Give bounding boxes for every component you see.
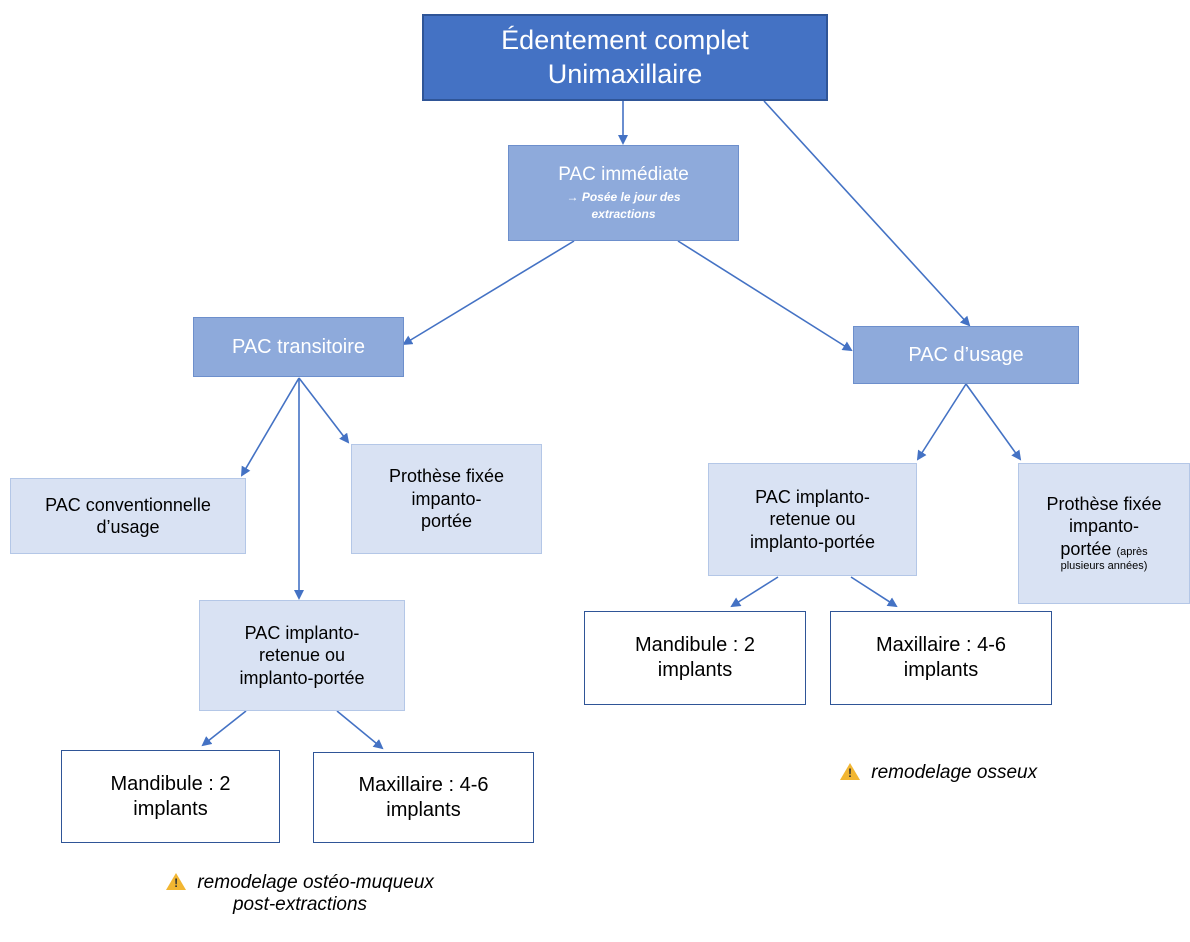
arrow-immediate-usage xyxy=(677,240,853,352)
immediate-subtitle: → Posée le jour des extractions xyxy=(566,189,680,223)
usage-node: PAC d’usage xyxy=(853,326,1079,384)
fixe-left-line3: portée xyxy=(420,511,473,532)
warning-left: remodelage ostéo-muqueux post-extraction… xyxy=(120,872,480,916)
arrow-usage-fixe xyxy=(965,383,1022,461)
root-line2: Unimaxillaire xyxy=(547,58,703,89)
fixe-right-line1: Prothèse fixée xyxy=(1046,493,1162,514)
root-line1: Édentement complet xyxy=(501,24,749,55)
implanto-left-line1: PAC implanto- xyxy=(244,622,360,643)
conventionnelle-node: PAC conventionnelle d’usage xyxy=(10,478,246,554)
arrow-transitoire-conventionnelle xyxy=(240,377,300,477)
transitoire-node: PAC transitoire xyxy=(193,317,404,377)
usage-label: PAC d’usage xyxy=(908,343,1024,366)
maxillaire-right-line1: Maxillaire : 4-6 xyxy=(875,634,1007,656)
warning-icon xyxy=(166,873,187,890)
implanto-right-line2: retenue ou xyxy=(769,509,856,530)
fixe-right-note: (après xyxy=(1116,545,1148,558)
mandibule-left-line1: Mandibule : 2 xyxy=(110,772,231,795)
implanto-left-line3: implanto-portée xyxy=(239,667,365,688)
immediate-title: PAC immédiate xyxy=(558,164,689,186)
warning-right-text: remodelage osseux xyxy=(871,762,1038,783)
arrow-transitoire-fixe xyxy=(298,377,350,444)
root-node: Édentement complet Unimaxillaire xyxy=(422,14,828,101)
fixe-left-node: Prothèse fixée impanto- portée xyxy=(351,444,542,554)
transitoire-label: PAC transitoire xyxy=(231,335,365,358)
mandibule-left-node: Mandibule : 2 implants xyxy=(61,750,280,843)
arrow-implanto-mandibule-right xyxy=(730,576,779,608)
implanto-right-line3: implanto-portée xyxy=(749,531,876,552)
maxillaire-left-line2: implants xyxy=(386,798,461,821)
immediate-sub1: Posée le jour des xyxy=(581,190,681,205)
arrow-implanto-maxillaire-left xyxy=(336,710,384,750)
warning-icon xyxy=(840,763,860,780)
warning-right: remodelage osseux xyxy=(840,762,1080,784)
arrow-usage-implanto xyxy=(916,383,967,461)
immediate-sub2: extractions xyxy=(591,206,656,221)
fixe-right-line2: impanto- xyxy=(1068,516,1140,537)
arrow-implanto-mandibule-left xyxy=(201,710,247,747)
mandibule-right-line2: implants xyxy=(657,659,733,681)
maxillaire-left-node: Maxillaire : 4-6 implants xyxy=(313,752,534,843)
maxillaire-right-line2: implants xyxy=(903,659,979,681)
warning-left-line2: post-extractions xyxy=(232,894,368,915)
fixe-left-line2: impanto- xyxy=(411,488,482,509)
arrow-implanto-maxillaire-right xyxy=(850,576,898,608)
mandibule-right-line1: Mandibule : 2 xyxy=(634,634,756,656)
implanto-right-node: PAC implanto- retenue ou implanto-portée xyxy=(708,463,917,576)
conventionnelle-line1: PAC conventionnelle xyxy=(45,494,211,515)
mandibule-right-node: Mandibule : 2 implants xyxy=(584,611,806,705)
implanto-left-node: PAC implanto- retenue ou implanto-portée xyxy=(199,600,405,711)
maxillaire-right-node: Maxillaire : 4-6 implants xyxy=(830,611,1052,705)
mandibule-left-line2: implants xyxy=(133,797,208,820)
immediate-node: PAC immédiate → Posée le jour des extrac… xyxy=(508,145,739,241)
implanto-right-line1: PAC implanto- xyxy=(755,486,870,507)
fixe-right-note2: plusieurs années) xyxy=(1060,560,1148,573)
arrow-icon: → xyxy=(566,190,579,205)
maxillaire-left-line1: Maxillaire : 4-6 xyxy=(358,773,489,796)
implanto-left-line2: retenue ou xyxy=(258,645,346,666)
fixe-right-line3: portée (après xyxy=(1060,538,1147,561)
fixe-right-node: Prothèse fixée impanto- portée (après pl… xyxy=(1018,463,1190,604)
conventionnelle-line2: d’usage xyxy=(96,517,160,537)
fixe-left-line1: Prothèse fixée xyxy=(388,466,505,487)
warning-left-line1: remodelage ostéo-muqueux xyxy=(197,872,434,893)
fixe-right-line3-text: portée xyxy=(1060,538,1112,559)
arrow-immediate-transitoire xyxy=(402,240,575,346)
arrow-root-usage xyxy=(763,100,971,327)
